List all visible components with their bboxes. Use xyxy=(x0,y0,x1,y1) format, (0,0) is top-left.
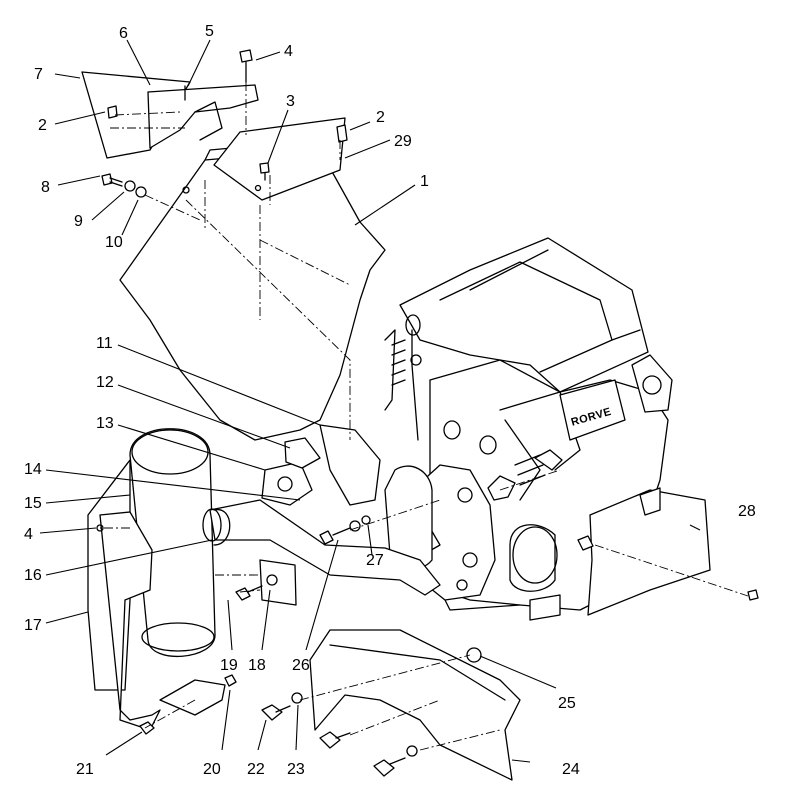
callout-4b: 4 xyxy=(24,526,33,543)
callout-24: 24 xyxy=(562,761,580,778)
leader-lines xyxy=(39,39,701,763)
flange-12 xyxy=(284,437,321,469)
callout-2a: 2 xyxy=(38,117,47,134)
top-fasteners xyxy=(101,49,348,198)
bracket-18 xyxy=(259,559,297,606)
heat-shield-bracket-11 xyxy=(319,424,381,506)
callout-28: 28 xyxy=(738,503,756,520)
callout-14: 14 xyxy=(24,461,42,478)
exhaust-pipe xyxy=(202,499,441,596)
callout-9: 9 xyxy=(74,213,83,230)
callout-8: 8 xyxy=(41,179,50,196)
callout-25: 25 xyxy=(558,695,576,712)
bracket-6 xyxy=(147,84,259,149)
callout-1: 1 xyxy=(420,173,429,190)
callout-22: 22 xyxy=(247,761,265,778)
muffler xyxy=(129,428,216,658)
side-guard-28 xyxy=(577,487,759,616)
callout-4a: 4 xyxy=(284,43,293,60)
callout-15: 15 xyxy=(24,495,42,512)
engine: RORVE xyxy=(384,237,673,621)
callout-12: 12 xyxy=(96,374,114,391)
assembly-centerlines xyxy=(100,82,749,751)
callout-26: 26 xyxy=(292,657,310,674)
callout-2b: 2 xyxy=(376,109,385,126)
callout-17: 17 xyxy=(24,617,42,634)
callout-10: 10 xyxy=(105,234,123,251)
callout-23: 23 xyxy=(287,761,305,778)
lower-shield-24 xyxy=(309,629,521,781)
top-shield xyxy=(119,139,386,441)
callout-20: 20 xyxy=(203,761,221,778)
callout-18: 18 xyxy=(248,657,266,674)
bracket-20 xyxy=(159,679,226,716)
callout-27: 27 xyxy=(366,552,384,569)
callouts: 6 5 4 7 2 3 2 29 1 8 9 10 11 12 13 14 15… xyxy=(24,23,756,778)
callout-7: 7 xyxy=(34,66,43,83)
callout-19: 19 xyxy=(220,657,238,674)
callout-13: 13 xyxy=(96,415,114,432)
callout-11: 11 xyxy=(96,335,113,352)
callout-5: 5 xyxy=(205,23,214,40)
callout-16: 16 xyxy=(24,567,42,584)
plate-29 xyxy=(213,117,346,201)
clamp-16 xyxy=(213,509,231,546)
callout-3: 3 xyxy=(286,93,295,110)
callout-6: 6 xyxy=(119,25,128,42)
callout-21: 21 xyxy=(76,761,94,778)
muffler-guard-17 xyxy=(96,511,161,731)
callout-29: 29 xyxy=(394,133,412,150)
